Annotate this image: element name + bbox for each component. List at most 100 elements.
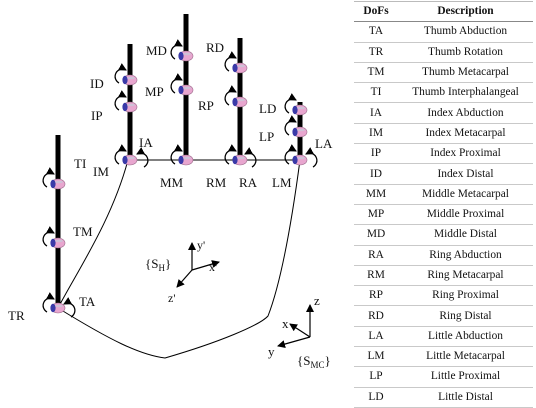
rotation-arrow-la — [305, 147, 318, 168]
dof-code: RP — [354, 285, 398, 306]
dof-code: TR — [354, 41, 398, 63]
dof-description: Middle Metacarpal — [398, 183, 533, 205]
joint-label-md: MD — [146, 43, 167, 58]
joint-label-mp: MP — [145, 84, 164, 99]
joint-id — [122, 74, 138, 86]
rotation-arrow-rp — [224, 85, 237, 106]
dof-code: MP — [354, 203, 398, 225]
dof-code: IA — [354, 102, 398, 124]
dof-code: MM — [354, 183, 398, 205]
joint-label-ia: IA — [139, 135, 153, 150]
rotation-arrow-tm — [42, 226, 55, 247]
mc-frame-label: {S — [297, 353, 310, 368]
joint-label-lp: LP — [259, 129, 274, 144]
dof-code: RA — [354, 244, 398, 266]
dof-code: TI — [354, 82, 398, 103]
dof-code: IM — [354, 122, 398, 144]
rotation-arrow-lm — [284, 144, 297, 165]
column-header-dofs: DoFs — [354, 0, 398, 23]
dof-code: LA — [354, 325, 398, 347]
dof-description: Ring Abduction — [398, 244, 533, 266]
dof-description: Thumb Abduction — [398, 21, 533, 43]
rotation-arrows — [42, 39, 318, 318]
dof-description: Index Proximal — [398, 143, 533, 164]
dof-code: MD — [354, 224, 398, 246]
hand-frame-axis-y: y' — [197, 238, 205, 252]
rotation-arrow-ip — [114, 90, 127, 111]
dof-table-header: DoFs Description — [354, 0, 533, 23]
dof-description: Index Distal — [398, 163, 533, 185]
column-header-description: Description — [398, 0, 533, 23]
dof-code: TA — [354, 21, 398, 43]
dof-code: LM — [354, 346, 398, 367]
rotation-arrow-rm — [224, 144, 237, 165]
rotation-arrow-im — [114, 144, 127, 165]
dof-description: Thumb Rotation — [398, 41, 533, 63]
rotation-arrow-ld — [284, 93, 297, 114]
rotation-arrow-mm — [170, 144, 183, 165]
joint-ra — [232, 154, 248, 166]
joint-rp — [232, 96, 248, 108]
rotation-arrow-rd — [224, 51, 237, 72]
joint-label-im: IM — [93, 164, 109, 179]
dof-description: Index Abduction — [398, 102, 533, 124]
joint-la — [292, 154, 308, 166]
joint-label-rp: RP — [198, 98, 214, 113]
dof-code: TM — [354, 61, 398, 83]
rotation-arrow-mp — [170, 73, 183, 94]
joint-md — [178, 50, 194, 62]
mc-frame-label-sub: MC — [310, 360, 324, 370]
joint-label-tm: TM — [73, 224, 93, 239]
dof-description: Little Abduction — [398, 325, 533, 347]
palm-outline — [57, 159, 301, 359]
dof-description: Middle Proximal — [398, 203, 533, 225]
joint-ti — [50, 178, 66, 190]
dof-description: Ring Distal — [398, 305, 533, 327]
joint-label-tr: TR — [8, 308, 25, 323]
hand-frame: y' x' z' {SH} — [145, 238, 220, 305]
joint-lp — [292, 126, 308, 138]
joint-label-ti: TI — [74, 156, 86, 171]
rotation-arrow-ia — [136, 147, 149, 168]
joint-label-rm: RM — [206, 175, 227, 190]
dof-code: LD — [354, 386, 398, 408]
joint-label-ra: RA — [239, 175, 258, 190]
mc-frame-axis-x: x — [282, 316, 289, 331]
dof-code: ID — [354, 163, 398, 185]
rotation-arrow-ti — [42, 167, 55, 188]
dof-description: Little Distal — [398, 386, 533, 408]
joint-ld — [292, 104, 308, 116]
rotation-arrow-ta — [63, 297, 76, 318]
joint-label-ta: TA — [79, 294, 96, 309]
hand-frame-axis-z: z' — [168, 291, 176, 305]
joint-label-mm: MM — [160, 175, 184, 190]
joint-label-rd: RD — [206, 40, 224, 55]
joint-rd — [232, 62, 248, 74]
hand-kinematic-diagram: MD RD ID MP RP IP LD LP TI IM IA LA MM R… — [8, 14, 333, 370]
hand-frame-label-end: } — [165, 256, 171, 271]
joint-markers — [50, 50, 308, 314]
joint-ta — [50, 302, 66, 314]
mc-frame-axis-y: y — [268, 344, 275, 359]
dof-description: Little Proximal — [398, 366, 533, 388]
dof-description: Thumb Metacarpal — [398, 61, 533, 83]
dof-code: RM — [354, 264, 398, 286]
joint-label-ld: LD — [259, 101, 276, 116]
